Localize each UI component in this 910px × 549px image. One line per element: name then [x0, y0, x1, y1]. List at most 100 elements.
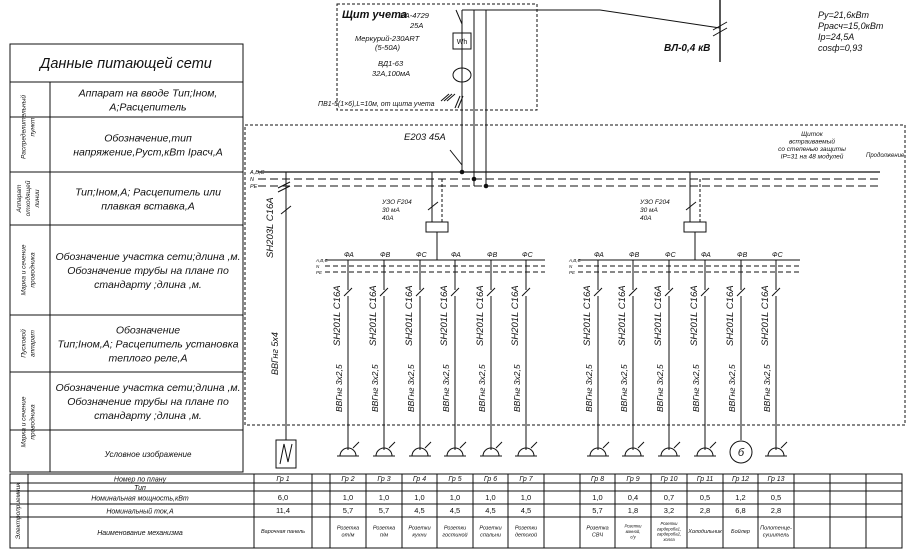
phase-tag: ФА: [344, 252, 354, 259]
branch-cable-label: ВВГнг 3х2,5: [762, 364, 772, 412]
socket-ground: [459, 441, 467, 449]
phase-tag: ФВ: [629, 252, 640, 259]
supply-line: [599, 9, 721, 29]
socket-ground: [424, 441, 432, 449]
phase-tag: ФВ: [487, 252, 498, 259]
socket-icon: [589, 447, 607, 457]
table-cell-name: Розетки: [479, 526, 501, 532]
legend-row-text: стандарту ;длина ,м.: [94, 410, 202, 422]
branch-breaker-label: SH201L C16A: [760, 285, 771, 346]
branch-breaker-contact: [521, 287, 531, 297]
branch-cable-label: ВВГнг 3х2,5: [441, 364, 451, 412]
meter-symbol-box: [452, 32, 472, 50]
table-cell-id: Гр 8: [591, 476, 604, 483]
table-cell-current: 4,5: [450, 506, 460, 515]
three-phase-slash: [277, 181, 291, 189]
table-cell-power: 6,0: [278, 493, 288, 502]
table-cell-id: Гр 2: [341, 476, 354, 483]
phase-tag: ФА: [594, 252, 604, 259]
phase-tag: ФС: [772, 252, 784, 259]
branch-breaker-label: SH201L C16A: [510, 285, 521, 346]
sub-bus-label: A,B,C: [315, 258, 329, 263]
table-cell-id: Гр 12: [732, 476, 749, 483]
meter-box-frame: [336, 3, 538, 111]
branch-breaker-label: SH201L C16A: [404, 285, 415, 346]
legend-row-text: Обозначение трубы на плане по: [67, 265, 229, 277]
table-cell-name: Полотенце-: [760, 526, 792, 532]
table-row-label: Наименование механизма: [97, 530, 183, 537]
socket-icon: [446, 447, 464, 457]
sub-bus-label: N: [316, 264, 320, 269]
legend-row-text: Аппарат на вводе Тип;Iном,: [78, 88, 218, 100]
panel-frame: [244, 124, 906, 426]
table-cell-name: гардероба1,: [657, 526, 681, 531]
phase-tag: ФА: [701, 252, 711, 259]
socket-ground: [673, 441, 681, 449]
feed-cable-label: ПВ1-5(1×6),L=10м, от щита учета: [318, 101, 435, 108]
legend-side-label: пункт: [30, 117, 37, 137]
socket-icon: [339, 447, 357, 457]
branch-breaker-label: SH201L C16A: [689, 285, 700, 346]
continuation-label: Продолжение: [866, 153, 905, 159]
panel-note: Щиток: [801, 131, 824, 138]
sub-bus-label: PE: [316, 270, 323, 275]
branch-cable-label: ВВГнг 3х2,5: [727, 364, 737, 412]
legend-side-label: проводника: [29, 252, 37, 288]
table-cell-current: 5,7: [379, 506, 389, 515]
branch-cable-label: ВВГнг 3х2,5: [370, 364, 380, 412]
overhead-slash: [712, 21, 728, 31]
legend-row-text: Тип;Iном,А; Расцепитель или: [75, 187, 221, 199]
socket-ground: [780, 441, 788, 449]
socket-icon: [624, 447, 642, 457]
legend-row-text: напряжение,Руст,кВт Iрасч,А: [73, 147, 223, 159]
table-cell-id: Гр 5: [448, 476, 461, 483]
three-phase-slash: [277, 185, 291, 193]
branch-cable-label: ВВГнг 3х2,5: [655, 364, 665, 412]
socket-icon: [767, 447, 785, 457]
overhead-slash: [712, 27, 728, 37]
branch-breaker-contact: [700, 287, 710, 297]
table-cell-name: с/у: [630, 534, 636, 539]
table-cell-name: Розетки: [515, 526, 537, 532]
socket-ground: [637, 441, 645, 449]
symbol-row-label: Условное изображение: [104, 450, 192, 459]
legend-side-label: Аппарат: [16, 184, 23, 213]
legend-row-text: Обозначение участка сети;длина ,м.: [55, 251, 240, 263]
branch-cable-label: ВВГнг 3х2,5: [584, 364, 594, 412]
socket-ground: [530, 441, 538, 449]
table-cell-current: 4,5: [414, 506, 424, 515]
table-cell-id: Гр 10: [660, 476, 677, 483]
supply-param: cosф=0,93: [818, 43, 862, 53]
table-cell-name: гардероба2,: [657, 532, 681, 537]
branch-breaker-contact: [379, 287, 389, 297]
table-cell-name: кухни: [412, 532, 426, 538]
table-cell-name: Розетка: [586, 526, 608, 532]
table-cell-name: Розетка: [337, 526, 359, 532]
boiler-symbol-label: б: [738, 447, 745, 459]
table-cell-power: 1,0: [343, 493, 353, 502]
table-cell-name: ванной,: [626, 529, 641, 534]
legend-row-text: плавкая вставка,А: [101, 201, 195, 213]
rcd-label: 40А: [382, 215, 394, 222]
rcd-label: УЗО F204: [381, 199, 412, 206]
table-cell-name: от/м: [342, 532, 355, 538]
phase-tag: ФС: [416, 252, 428, 259]
rcd-block: [425, 221, 449, 233]
table-cell-name: спальни: [480, 532, 501, 538]
branch-breaker-label: SH201L C16A: [582, 285, 593, 346]
branch-breaker-contact: [664, 287, 674, 297]
branch-breaker-contact: [628, 287, 638, 297]
socket-icon: [482, 447, 500, 457]
table-cell-power: 1,0: [592, 493, 602, 502]
table-cell-name: Розетка: [373, 526, 395, 532]
branch-breaker-label: SH201L C16A: [653, 285, 664, 346]
table-cell-current: 5,7: [592, 506, 602, 515]
bus-label: PE: [250, 184, 258, 190]
legend-side-label: Пусковой: [20, 329, 28, 358]
socket-ground: [709, 441, 717, 449]
table-cell-name: п/м: [380, 532, 389, 538]
rcd-label: 30 мА: [640, 207, 658, 214]
legend-side-label: Марка и сечение: [21, 396, 28, 447]
meter-rcd-rating: 32А,100мА: [372, 69, 410, 78]
legend-frame: [9, 43, 244, 473]
